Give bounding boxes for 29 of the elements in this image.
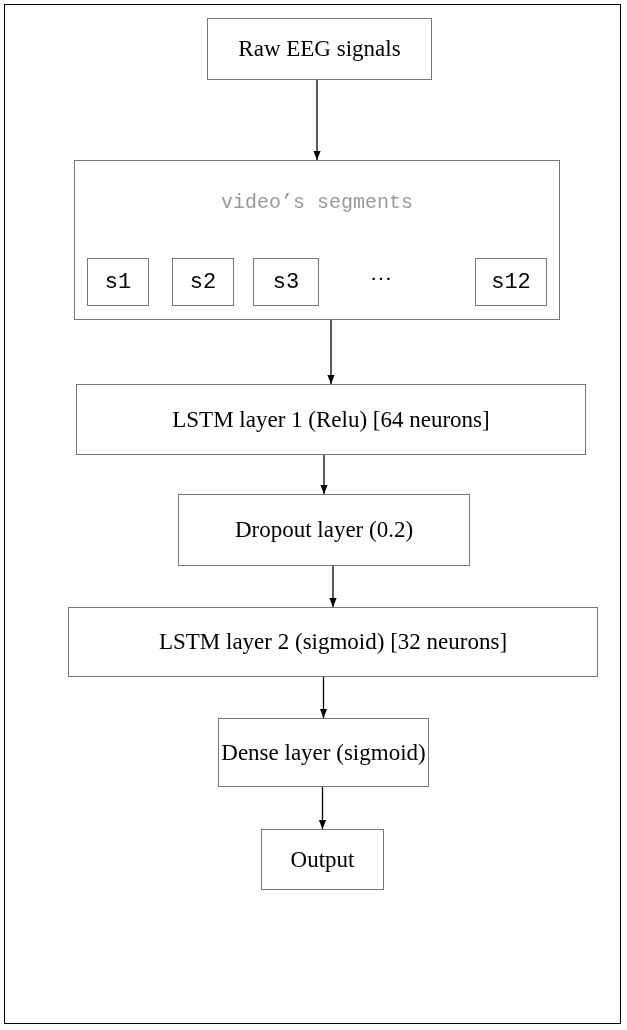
arrow <box>327 319 335 385</box>
arrow <box>318 786 327 830</box>
node-label: s2 <box>189 269 217 295</box>
node-label: Dense layer (sigmoid) <box>221 739 426 766</box>
node-label: s3 <box>272 269 300 295</box>
arrow <box>329 565 337 608</box>
segment-box <box>253 258 319 306</box>
arrow <box>313 79 321 161</box>
process-box <box>207 18 432 80</box>
segment-box <box>475 258 547 306</box>
node-label: Output <box>290 846 355 873</box>
node-label: LSTM layer 1 (Relu) [64 neurons] <box>172 406 490 433</box>
arrow <box>319 676 328 719</box>
process-box <box>261 829 384 890</box>
arrow <box>320 454 328 495</box>
group-box <box>74 160 560 320</box>
ellipsis-text: ··· <box>370 266 392 292</box>
node-label: Dropout layer (0.2) <box>234 517 414 543</box>
node-label: LSTM layer 2 (sigmoid) [32 neurons] <box>158 629 508 655</box>
process-box <box>218 718 429 787</box>
node-label: Raw EEG signals <box>238 36 401 62</box>
node-label: s1 <box>104 269 132 295</box>
process-box <box>178 494 470 566</box>
process-box <box>68 607 598 677</box>
segment-box <box>87 258 149 306</box>
segment-box <box>172 258 234 306</box>
group-title: video’s segments <box>221 191 413 214</box>
process-box <box>76 384 586 455</box>
node-label: s12 <box>491 269 531 295</box>
